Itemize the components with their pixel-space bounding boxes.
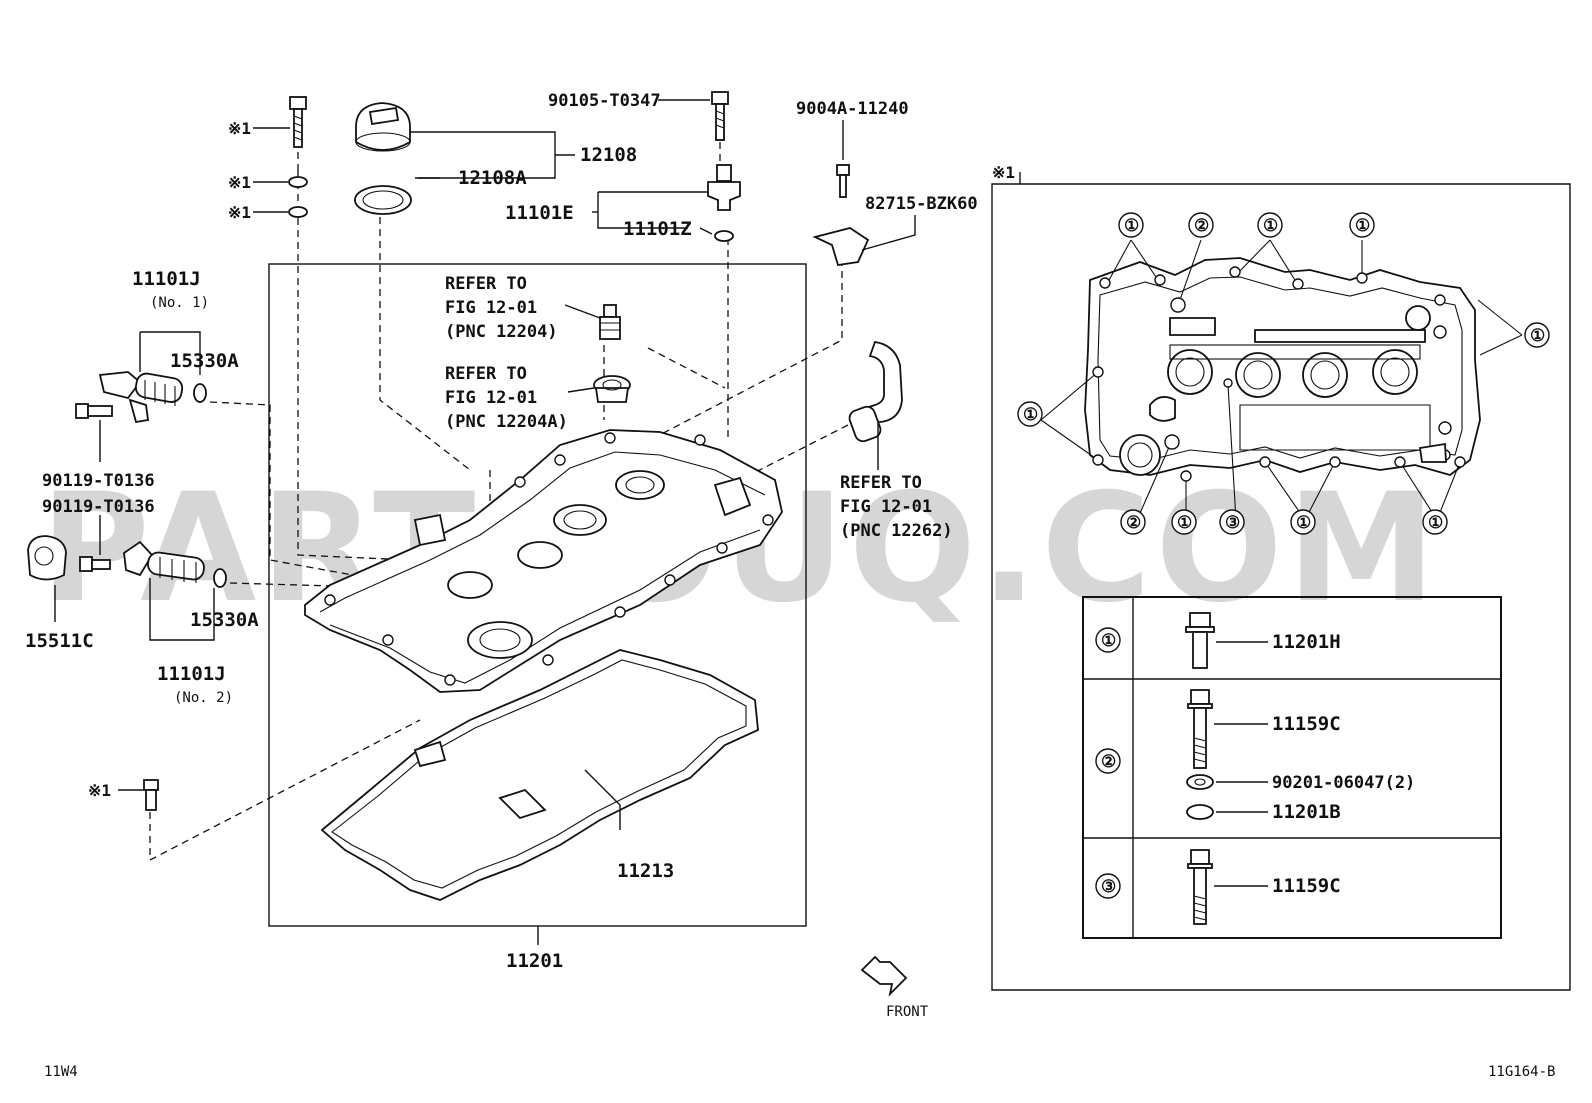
ventilation-hose-icon xyxy=(848,340,903,443)
camshaft-position-sensor-icon xyxy=(707,164,741,211)
refer-note-pnc-12204a: REFER TO FIG 12-01 (PNC 12204A) xyxy=(445,364,568,432)
bolt-icon xyxy=(79,556,111,572)
bolt-icon xyxy=(289,96,307,148)
table-key-3: ③ xyxy=(1101,877,1116,897)
inset-note-mark: ※1 xyxy=(992,163,1015,182)
diagram-id: 11G164-B xyxy=(1488,1064,1555,1080)
note-mark-2: ※1 xyxy=(228,173,251,192)
pcv-valve-icon xyxy=(599,304,621,340)
callout-3: ③ xyxy=(1225,513,1240,533)
table-key-2: ② xyxy=(1101,752,1116,772)
cylinder-head-cover xyxy=(304,429,783,693)
svg-text:FIG 12-01: FIG 12-01 xyxy=(445,298,537,318)
inset-frame xyxy=(991,172,1571,991)
svg-text:FIG 12-01: FIG 12-01 xyxy=(840,497,932,517)
washer-icon xyxy=(288,176,308,188)
bolt-icon xyxy=(143,779,159,811)
engine-code: 11W4 xyxy=(44,1064,78,1080)
callout-1: ① xyxy=(1428,513,1443,533)
part-label-11101e: 11101E xyxy=(505,202,574,224)
callout-1: ① xyxy=(1263,216,1278,236)
callout-1: ① xyxy=(1124,216,1139,236)
long-bolt-icon xyxy=(1187,689,1213,769)
table-part-90201-06047: 90201-06047(2) xyxy=(1272,773,1415,793)
svg-text:REFER TO: REFER TO xyxy=(840,473,922,493)
table-part-11201b: 11201B xyxy=(1272,801,1341,823)
table-part-11201h: 11201H xyxy=(1272,631,1341,653)
part-label-90119-t0136-2: 90119-T0136 xyxy=(42,497,155,517)
gasket-washer-icon xyxy=(1186,804,1214,820)
valve-cover-gasket xyxy=(320,649,759,901)
long-bolt-icon xyxy=(1187,849,1213,925)
note-mark-4: ※1 xyxy=(88,781,111,800)
washer-icon xyxy=(1186,774,1214,790)
washer-icon xyxy=(288,206,308,218)
callout-1: ① xyxy=(1355,216,1370,236)
part-label-12108: 12108 xyxy=(580,144,637,166)
svg-text:REFER TO: REFER TO xyxy=(445,364,527,384)
part-label-82715-bzk60: 82715-BZK60 xyxy=(865,194,978,214)
note-mark-3: ※1 xyxy=(228,203,251,222)
callout-1: ① xyxy=(1530,326,1545,346)
oil-filler-cap-icon xyxy=(355,102,411,152)
callout-2: ② xyxy=(1126,513,1141,533)
refer-note-pnc-12204: REFER TO FIG 12-01 (PNC 12204) xyxy=(445,274,558,342)
svg-text:FIG 12-01: FIG 12-01 xyxy=(445,388,537,408)
svg-text:(PNC 12204A): (PNC 12204A) xyxy=(445,412,568,432)
part-label-90105-t0347: 90105-T0347 xyxy=(548,91,661,111)
note-mark-1: ※1 xyxy=(228,119,251,138)
part-label-9004a-11240: 9004A-11240 xyxy=(796,99,909,119)
flange-bolt-icon xyxy=(1185,612,1215,669)
callout-1: ① xyxy=(1177,513,1192,533)
part-label-11101z: 11101Z xyxy=(623,218,692,240)
oil-filler-gasket-icon xyxy=(354,185,412,215)
label-no1: (No. 1) xyxy=(150,295,209,311)
part-label-11213: 11213 xyxy=(617,860,674,882)
table-part-11159c: 11159C xyxy=(1272,713,1341,735)
connector-cap-icon xyxy=(27,535,67,581)
part-label-12108a: 12108A xyxy=(458,167,527,189)
svg-text:(PNC 12262): (PNC 12262) xyxy=(840,521,953,541)
callout-2: ② xyxy=(1194,216,1209,236)
part-label-90119-t0136-1: 90119-T0136 xyxy=(42,471,155,491)
o-ring-icon xyxy=(193,383,207,403)
oil-control-valve-no1-icon xyxy=(98,371,184,424)
refer-note-pnc-12262: REFER TO FIG 12-01 (PNC 12262) xyxy=(840,473,953,541)
part-label-11101j-no2: 11101J xyxy=(157,663,226,685)
part-label-11201: 11201 xyxy=(506,950,563,972)
part-label-15330a-1: 15330A xyxy=(170,350,239,372)
oil-control-valve-no2-icon xyxy=(123,540,205,583)
callout-1: ① xyxy=(1296,513,1311,533)
table-key-1: ① xyxy=(1101,631,1116,651)
front-arrow-icon xyxy=(860,955,908,997)
svg-text:(PNC 12204): (PNC 12204) xyxy=(445,322,558,342)
table-part-11159c-row3: 11159C xyxy=(1272,875,1341,897)
bolt-icon xyxy=(75,403,113,419)
part-label-15330a-2: 15330A xyxy=(190,609,259,631)
label-no2: (No. 2) xyxy=(174,690,233,706)
svg-text:REFER TO: REFER TO xyxy=(445,274,527,294)
callout-1: ① xyxy=(1023,405,1038,425)
bracket-icon xyxy=(812,227,870,267)
cylinder-head-top-view xyxy=(1084,257,1481,476)
front-label: FRONT xyxy=(886,1004,929,1020)
o-ring-icon xyxy=(213,568,227,588)
part-label-15511c: 15511C xyxy=(25,630,94,652)
sensor-bolt-icon xyxy=(711,91,729,141)
fastener-table: ① ② ③ 11201H 11159C 90201-06047(2) xyxy=(1082,596,1502,939)
o-ring-icon xyxy=(714,230,734,242)
grommet-icon xyxy=(593,375,631,403)
stud-bolt-icon xyxy=(836,164,850,198)
part-label-11101j-no1: 11101J xyxy=(132,268,201,290)
